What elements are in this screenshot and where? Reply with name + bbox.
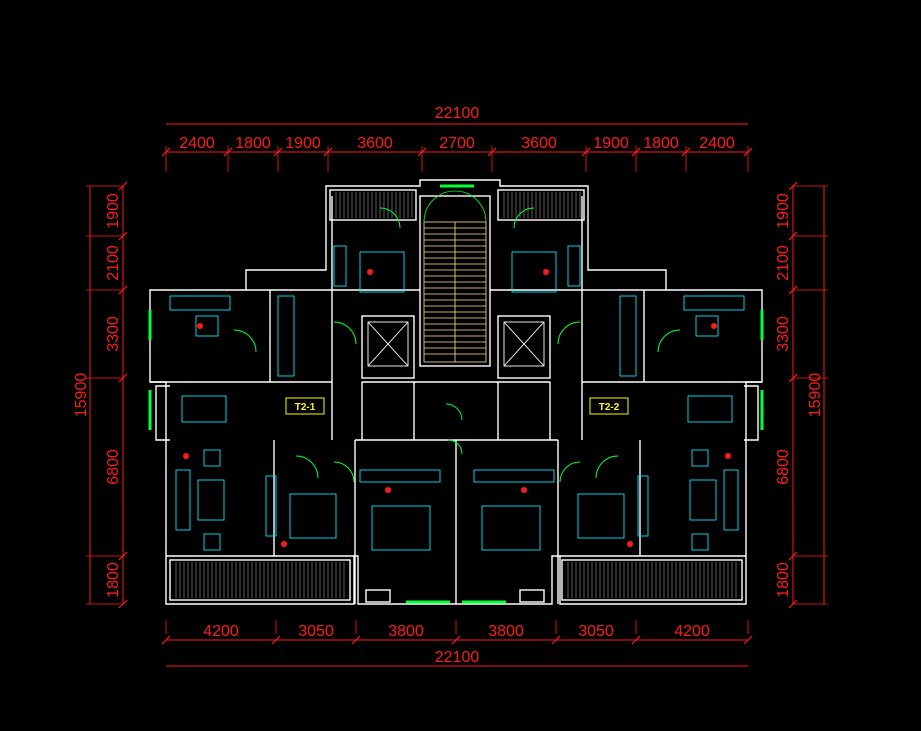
dim-label: 1800 [105,562,122,598]
dim-bottom-segments: 4200 3050 3800 3800 3050 4200 [161,620,753,645]
dim-tick [743,635,753,645]
dim-label: 1900 [593,135,629,152]
unit-tag-left: T2-1 [285,397,325,415]
dim-label: 3050 [578,623,614,640]
dim-label: 4200 [203,623,239,640]
dim-label: 1800 [775,562,792,598]
dim-label: 6800 [775,449,792,485]
dim-tick [271,635,281,645]
dim-tick [631,635,641,645]
stair [423,190,487,363]
dim-label: 3800 [388,623,424,640]
dim-label: 6800 [105,449,122,485]
building-walls [149,179,763,605]
dim-tick [451,635,461,645]
dim-label: 1900 [775,193,792,229]
fixtures [183,269,731,547]
furniture [169,245,745,551]
dim-label: 1800 [235,135,271,152]
unit-tag-right-label: T2-2 [599,402,620,413]
balcony-hatch [175,192,737,598]
dim-tick [351,635,361,645]
dim-label: 3600 [521,135,557,152]
unit-tag-left-label: T2-1 [295,402,316,413]
dim-right-total: 15900 [807,373,824,418]
dim-label: 2100 [105,245,122,281]
dim-top-total: 22100 [435,105,480,122]
dim-label: 3300 [775,316,792,352]
dim-label: 2400 [179,135,215,152]
dim-label: 2400 [699,135,735,152]
dim-label: 1900 [105,193,122,229]
dim-label: 4200 [674,623,710,640]
dim-tick [551,635,561,645]
dim-top-segments: 2400 1800 1900 3600 2700 3600 1900 1800 2400 [161,135,753,172]
dim-left-segments: 1900 2100 3300 6800 1800 [86,181,128,609]
elevators [367,321,545,367]
dim-label: 3800 [488,623,524,640]
dim-bottom-total: 22100 [435,649,480,666]
dim-label: 1800 [643,135,679,152]
dim-label: 3600 [357,135,393,152]
dimension-lines [89,123,825,667]
doors [148,184,764,604]
dim-label: 2700 [439,135,475,152]
unit-tag-right: T2-2 [589,397,629,415]
dim-label: 2100 [775,245,792,281]
dim-right-segments: 1900 2100 3300 6800 1800 [775,181,828,609]
dim-label: 3300 [105,316,122,352]
dim-left-total: 15900 [73,373,90,418]
dim-tick [161,635,171,645]
dim-label: 3050 [298,623,334,640]
dim-label: 1900 [285,135,321,152]
